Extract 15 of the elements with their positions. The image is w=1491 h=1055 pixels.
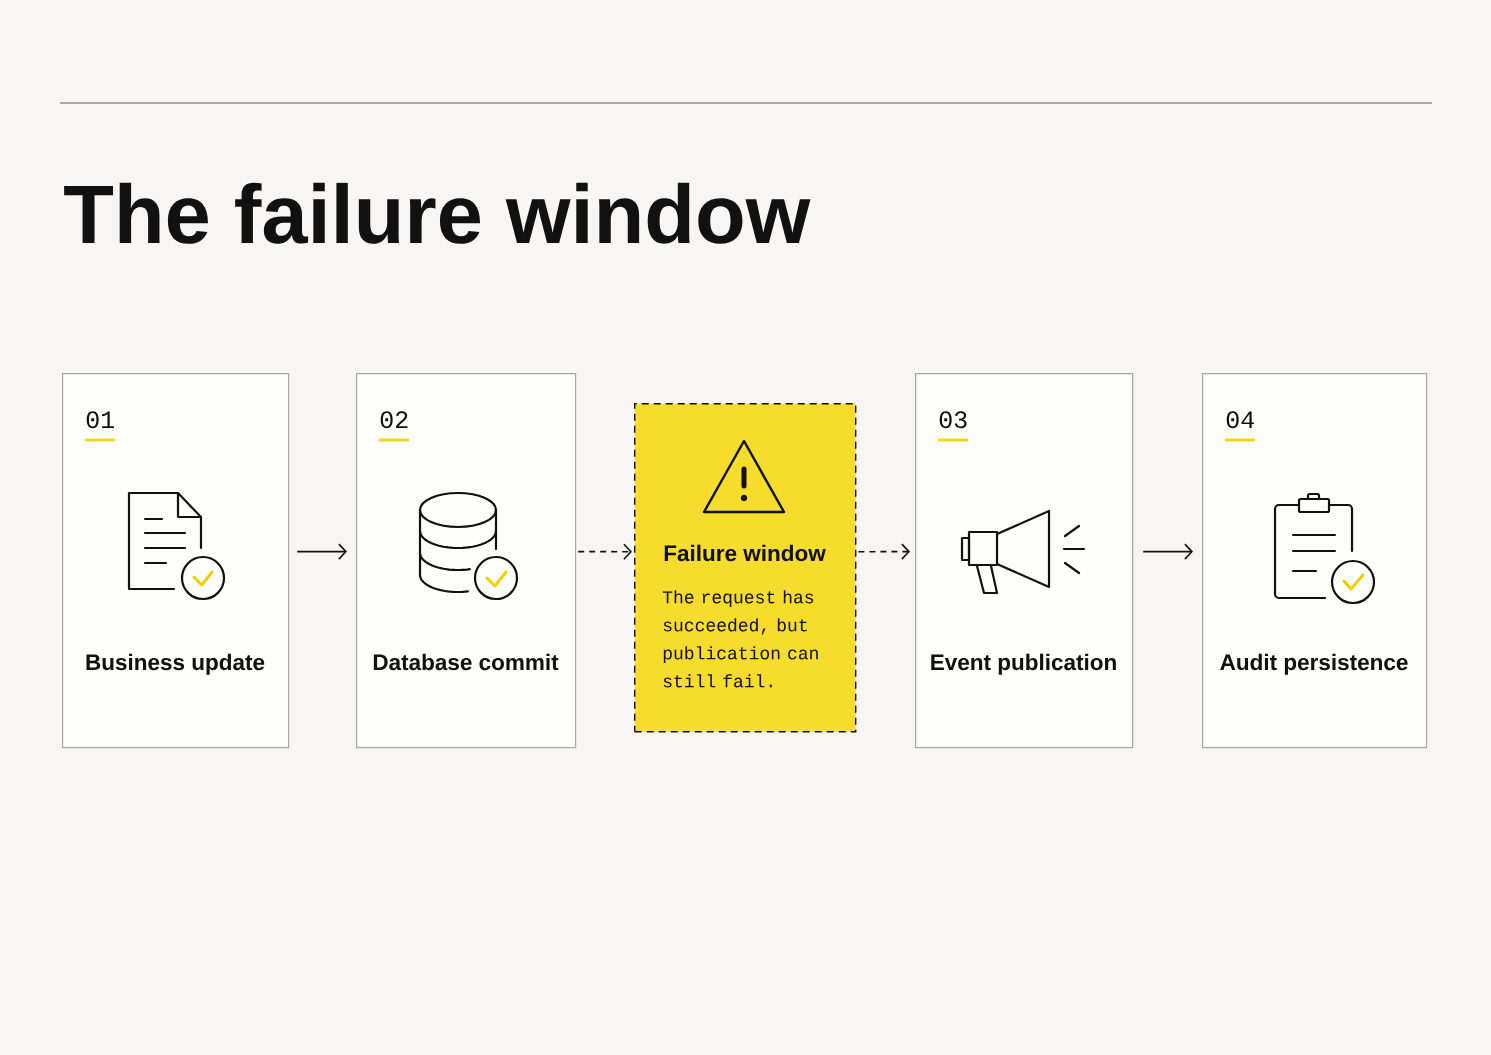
arrow xyxy=(296,543,347,560)
step-label: Database commit xyxy=(373,653,559,671)
box-text: The request has succeeded, but publication can still fail. xyxy=(662,590,818,688)
step-number: 04 xyxy=(1226,411,1254,429)
step-number: 02 xyxy=(380,411,408,429)
step-number: 03 xyxy=(939,411,967,429)
arrow xyxy=(1142,543,1193,560)
box-heading: Failure window xyxy=(664,544,826,562)
step-label: Event publication xyxy=(931,653,1116,675)
title: The failure window xyxy=(64,182,811,244)
step-label: Audit persistence xyxy=(1220,653,1408,675)
arrow xyxy=(857,543,910,560)
arrow xyxy=(577,543,632,560)
step-label: Business update xyxy=(86,653,265,675)
step-number: 01 xyxy=(86,411,114,429)
